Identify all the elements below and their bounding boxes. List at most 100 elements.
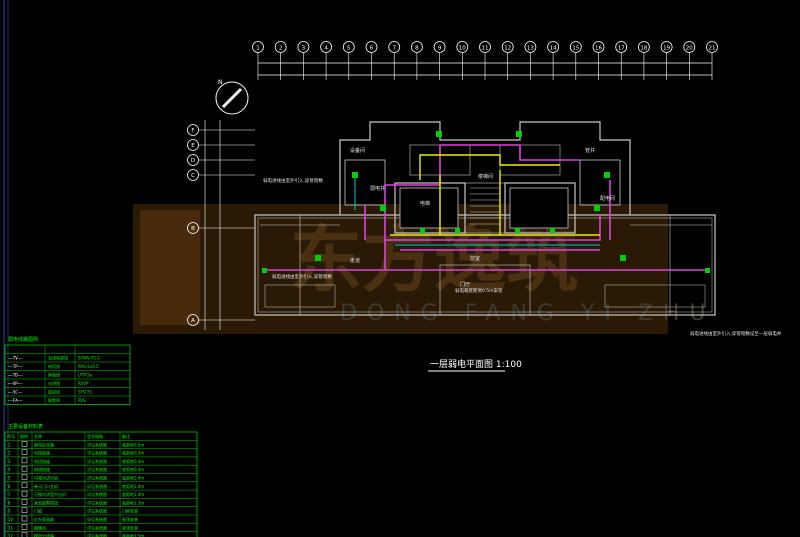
svg-text:电视插座: 电视插座 (34, 450, 50, 456)
north-arrow-icon: N (215, 79, 249, 115)
axis-bubble-top: 14 (547, 41, 559, 80)
svg-text:7: 7 (8, 492, 11, 497)
axis-bubble-top: 9 (433, 41, 446, 80)
device-symbol-icon (21, 499, 28, 505)
annotation-notes: 弱电进线由室外引入,穿管暗敷弱电进线由室外引入,穿管暗敷弱电箱底距地0.5m安装… (263, 177, 782, 337)
axis-bubble-left: F (187, 124, 255, 136)
axis-label-top: 18 (640, 46, 647, 52)
svg-text:监控线: 监控线 (48, 389, 60, 395)
svg-text:——TD——: ——TD—— (8, 373, 23, 378)
svg-text:5: 5 (8, 476, 11, 481)
axis-bubble-top: 6 (365, 41, 378, 80)
device-symbol-icon (21, 449, 28, 455)
axis-bubble-top: 13 (524, 41, 537, 80)
svg-text:N: N (218, 79, 223, 86)
room-label: 电梯 (420, 200, 430, 207)
svg-text:网络线: 网络线 (48, 372, 60, 378)
svg-text:底距地0.5m: 底距地0.5m (122, 441, 144, 447)
axis-label-top: 12 (504, 46, 511, 52)
svg-text:详见系统图: 详见系统图 (87, 466, 107, 472)
axis-label-top: 11 (482, 46, 489, 52)
axis-bubble-top: 15 (569, 41, 582, 80)
axis-label-top: 13 (527, 46, 534, 52)
device-symbol-icon (21, 457, 28, 464)
axis-bubble-top: 11 (479, 41, 491, 80)
legend-big-row: 5 可视对讲分机 详见系统图 底距地1.4m (8, 474, 144, 481)
axis-label-top: 20 (686, 46, 693, 52)
axis-label-left: A (191, 318, 195, 324)
axis-bubble-left: B (187, 222, 255, 234)
svg-text:2: 2 (8, 451, 11, 456)
svg-text:吸顶安装: 吸顶安装 (122, 524, 138, 530)
axis-label-top: 8 (415, 46, 419, 52)
svg-text:可视对讲分机: 可视对讲分机 (34, 475, 58, 481)
svg-text:吸顶安装: 吸顶安装 (122, 516, 138, 522)
svg-text:——SC——: ——SC—— (8, 390, 23, 395)
svg-text:弱电综合箱: 弱电综合箱 (34, 441, 54, 447)
svg-text:——VP——: ——VP—— (8, 381, 23, 386)
device-symbol-icon (21, 532, 28, 537)
svg-text:9: 9 (8, 509, 11, 514)
axis-bubble-left: D (187, 154, 255, 166)
axis-bubble-top: 1 (252, 41, 264, 80)
svg-text:详见系统图: 详见系统图 (87, 475, 107, 481)
device-symbol-icon (21, 465, 28, 472)
axis-bubble-top: 17 (615, 41, 628, 80)
svg-text:底距地1.4m: 底距地1.4m (122, 491, 144, 497)
note-text: 弱电进线由室外引入,穿管暗敷 (272, 273, 332, 280)
svg-text:有线电视线: 有线电视线 (48, 355, 68, 361)
axis-bubble-top: 8 (410, 41, 423, 80)
axis-label-top: 6 (370, 46, 374, 52)
note-text: 弱电箱底距地0.5m安装 (455, 287, 503, 294)
svg-text:底距地1.4m: 底距地1.4m (122, 475, 144, 481)
yellow-wiring (390, 154, 600, 236)
svg-text:详见系统图: 详见系统图 (87, 483, 107, 489)
svg-text:可视对讲室内分机: 可视对讲室内分机 (34, 491, 66, 497)
svg-text:1: 1 (8, 442, 11, 447)
room-label: 走道 (350, 257, 360, 264)
svg-text:——FA——: ——FA—— (8, 398, 23, 403)
axis-label-top: 14 (550, 46, 557, 52)
axis-bubble-top: 4 (320, 41, 333, 80)
svg-text:11: 11 (8, 525, 14, 530)
svg-text:详见系统图: 详见系统图 (87, 508, 107, 514)
axis-bubble-top: 7 (388, 41, 401, 80)
svg-text:单元门口主机: 单元门口主机 (34, 483, 58, 489)
svg-text:紧急报警按钮: 紧急报警按钮 (34, 499, 58, 505)
axis-bubble-top: 16 (592, 41, 605, 80)
magenta-wiring (262, 144, 710, 271)
axis-bubble-left: C (187, 169, 255, 181)
axis-label-top: 5 (347, 46, 351, 52)
room-label: 楼梯间 (478, 173, 493, 180)
svg-text:电话插座: 电话插座 (34, 458, 50, 464)
room-label: 设备间 (350, 147, 365, 154)
room-label: 弱电井 (370, 185, 385, 192)
axis-label-top: 19 (663, 46, 670, 52)
axis-label-left: C (191, 173, 195, 179)
svg-text:RVVP: RVVP (78, 381, 89, 386)
note-text: 弱电进线由室外引入,穿管暗敷设至一层弱电井 (690, 330, 782, 337)
svg-text:红外探测器: 红外探测器 (34, 516, 54, 522)
axis-label-top: 1 (256, 46, 260, 52)
svg-text:楼层分线箱: 楼层分线箱 (34, 533, 54, 537)
room-label: 门厅 (460, 281, 470, 288)
cyan-wiring (354, 175, 600, 246)
axis-label-left: E (191, 143, 195, 149)
svg-text:6: 6 (8, 484, 11, 489)
svg-text:摄像机: 摄像机 (34, 524, 46, 530)
svg-text:型号规格: 型号规格 (87, 433, 103, 439)
device-symbol-icon (21, 524, 28, 530)
svg-text:底距地0.3m: 底距地0.3m (122, 466, 144, 472)
svg-text:底距地0.3m: 底距地0.3m (122, 450, 144, 456)
axis-label-top: 15 (572, 46, 579, 52)
svg-text:——TV——: ——TV—— (8, 356, 23, 361)
